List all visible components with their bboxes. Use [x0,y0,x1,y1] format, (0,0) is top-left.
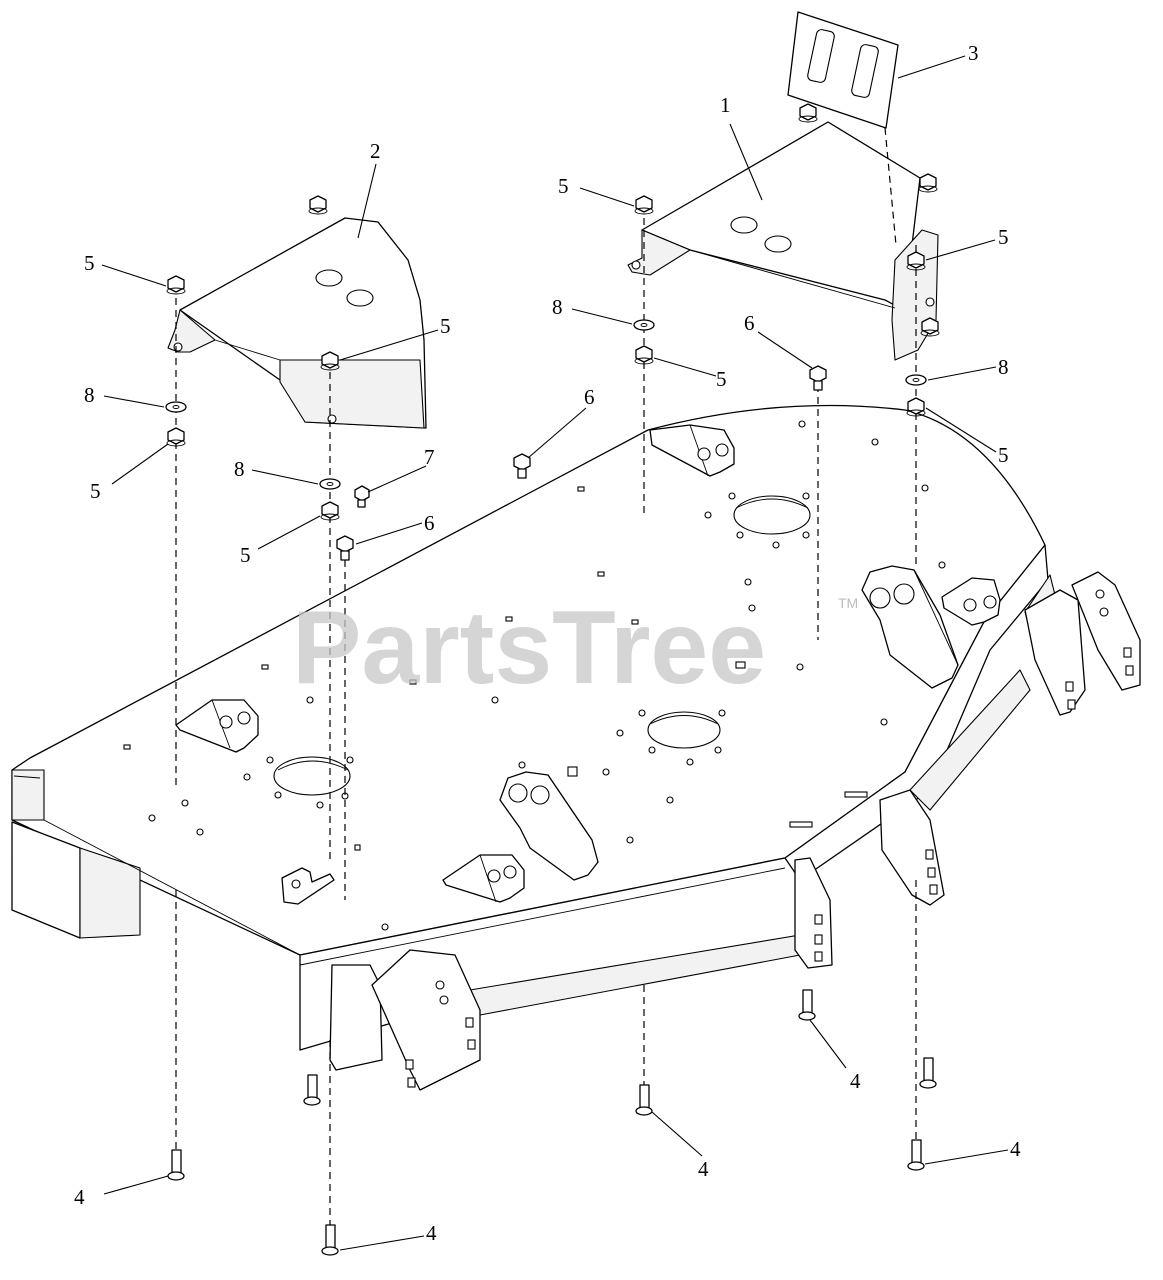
lift-bracket-front [442,854,525,903]
deck-lift-brackets [175,424,1001,903]
spindle-opening-left [273,756,351,796]
mounting-plates [329,571,1141,1091]
washer [165,401,187,413]
callout-1: 1 [720,93,731,117]
baffle-right [627,121,939,361]
spindle-bolt-holes [148,420,946,931]
deck-front-skirt-edge [299,867,786,966]
cap-screw [354,485,370,508]
cap-screw [809,365,827,391]
watermark-brand: PartsTree [292,590,766,706]
right-rear-plate-a [1024,589,1086,716]
decal [787,11,899,129]
washer [905,374,927,386]
flange-nut [308,195,328,215]
deck-edge-line [13,775,41,779]
callout-5: 5 [558,174,569,198]
carriage-bolt [919,1057,937,1089]
baffle-left-side [279,359,425,429]
spindle-opening-left-rim [277,760,349,771]
flange-nut [906,251,926,271]
carriage-bolt [321,1224,339,1256]
deck-skirt-edge [43,819,301,956]
callout-2: 2 [370,139,381,163]
callout-7: 7 [424,445,435,469]
spindle-opening-center-rim [649,715,719,725]
deck-slots [123,486,868,851]
deck-small-bracket-left [281,867,335,905]
callout-6: 6 [424,511,435,535]
cap-screw [513,453,531,479]
deck-left-skirt-side [79,847,141,939]
watermark-trademark: TM [838,595,858,611]
flange-nut [918,173,938,193]
baffle-left [167,217,427,429]
callout-5: 5 [998,225,1009,249]
carriage-bolt [907,1139,925,1171]
callout-4: 4 [698,1157,709,1181]
callout-8: 8 [552,295,563,319]
washer [319,478,341,490]
callout-8: 8 [234,457,245,481]
callout-6: 6 [584,385,595,409]
callout-6: 6 [744,311,755,335]
baffle-right-top [641,121,921,309]
lift-bracket-rear [649,424,735,477]
right-rear-plate-b [1071,571,1141,691]
flange-nut [906,397,926,417]
lift-bracket-left [175,699,259,753]
washer [633,319,655,331]
hardware [165,103,940,1256]
front-mount-plate-b [371,949,481,1091]
watermark: PartsTree TM [292,590,858,706]
spindle-opening-right [733,495,811,535]
spindle-opening-center [647,711,721,749]
flange-nut [320,351,340,371]
leader-lines [101,55,1009,1251]
callout-8: 8 [84,383,95,407]
carriage-bolt [635,1084,653,1116]
callout-5: 5 [240,543,251,567]
right-channel-beam [909,669,1031,811]
carriage-bolt [798,989,816,1021]
callout-8: 8 [998,355,1009,379]
callout-4: 4 [1010,1137,1021,1161]
callout-3: 3 [968,41,979,65]
front-mount-plate-a [329,964,383,1071]
flange-nut [634,195,654,215]
flange-nut [634,345,654,365]
flange-nut [166,275,186,295]
mower-deck [11,404,1056,1051]
callout-5: 5 [84,251,95,275]
flange-nut [798,103,818,123]
carriage-bolt [167,1149,185,1181]
callout-4: 4 [850,1069,861,1093]
flange-nut [920,317,940,337]
callout-4: 4 [426,1221,437,1245]
deck-top-plate [11,404,1046,956]
callout-5: 5 [716,367,727,391]
callout-5: 5 [90,479,101,503]
callout-labels: 1 2 3 4 4 4 4 4 5 5 5 5 5 5 5 5 6 6 6 7 … [74,41,1021,1245]
spindle-opening-right-rim [735,498,809,509]
carriage-bolt [303,1074,321,1106]
flange-nut [320,501,340,521]
callout-4: 4 [74,1185,85,1209]
cap-screw [336,535,354,561]
flange-nut [166,427,186,447]
callout-5: 5 [440,314,451,338]
callout-5: 5 [998,443,1009,467]
front-right-plate [794,857,833,969]
